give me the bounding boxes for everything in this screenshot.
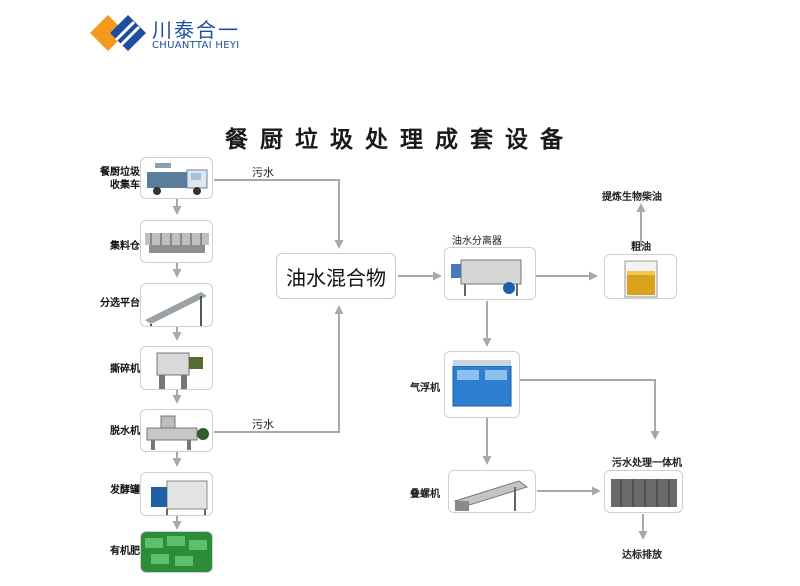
separator-image [444,247,536,300]
fermentation-tank-image [140,472,213,516]
screw-press-image [448,470,536,513]
dewatering-machine-image [140,409,213,452]
crude-oil-label: 粗油 [631,242,651,253]
arrow-wastewater-top [214,179,344,249]
hopper-image [140,220,213,263]
truck-icon [147,163,208,195]
fertilizer-bags-icon [141,532,212,572]
label-fertilizer: 有机肥 [110,546,140,557]
label-shredder: 撕碎机 [110,364,140,375]
label-dewatering: 脱水机 [110,426,140,437]
brand-name-en: CHUANTTAI HEYI [152,40,240,51]
biodiesel-label: 提炼生物柴油 [602,192,662,203]
label-hopper: 集料仓 [110,241,140,252]
fertilizer-image [140,531,213,573]
brand-name-cn: 川泰合一 [152,18,240,42]
arrow-wastewater-bottom [214,305,344,433]
wastewater-label-bottom: 污水 [252,418,274,431]
label-sorting-platform: 分选平台 [100,298,140,309]
integrated-treatment-label: 污水处理一体机 [612,458,682,469]
shredder-image [140,346,213,390]
air-flotation-icon [452,360,512,407]
brand-logo: 川泰合一 CHUANTTAI HEYI [88,8,248,58]
diagram-title: 餐厨垃圾处理成套设备 [225,126,575,153]
label-collection-truck: 餐厨垃圾 收集车 [100,167,140,191]
screw-press-icon [453,480,529,511]
fermentation-tank-icon [151,480,208,515]
discharge-label: 达标排放 [622,550,662,561]
truck-image [140,157,213,199]
crude-oil-image [604,254,677,299]
conveyor-icon [145,292,207,326]
dewatering-machine-icon [146,415,209,450]
arrow-flotation-to-treatment [520,379,660,440]
separator-label: 油水分离器 [452,236,502,247]
oil-water-mixture-box: 油水混合物 [276,253,396,299]
wastewater-label-top: 污水 [252,166,274,179]
logo-mark-icon [90,15,146,51]
sorting-platform-image [140,283,213,327]
integrated-treatment-image [604,470,683,513]
separator-icon [451,259,522,296]
hopper-icon [145,233,209,253]
oil-beaker-icon [624,260,658,298]
shredder-icon [156,352,203,389]
treatment-unit-icon [611,479,677,507]
air-flotation-label: 气浮机 [410,383,440,394]
label-fermentation-tank: 发酵罐 [110,485,140,496]
air-flotation-image [444,351,520,418]
screw-press-label: 叠螺机 [410,489,440,500]
